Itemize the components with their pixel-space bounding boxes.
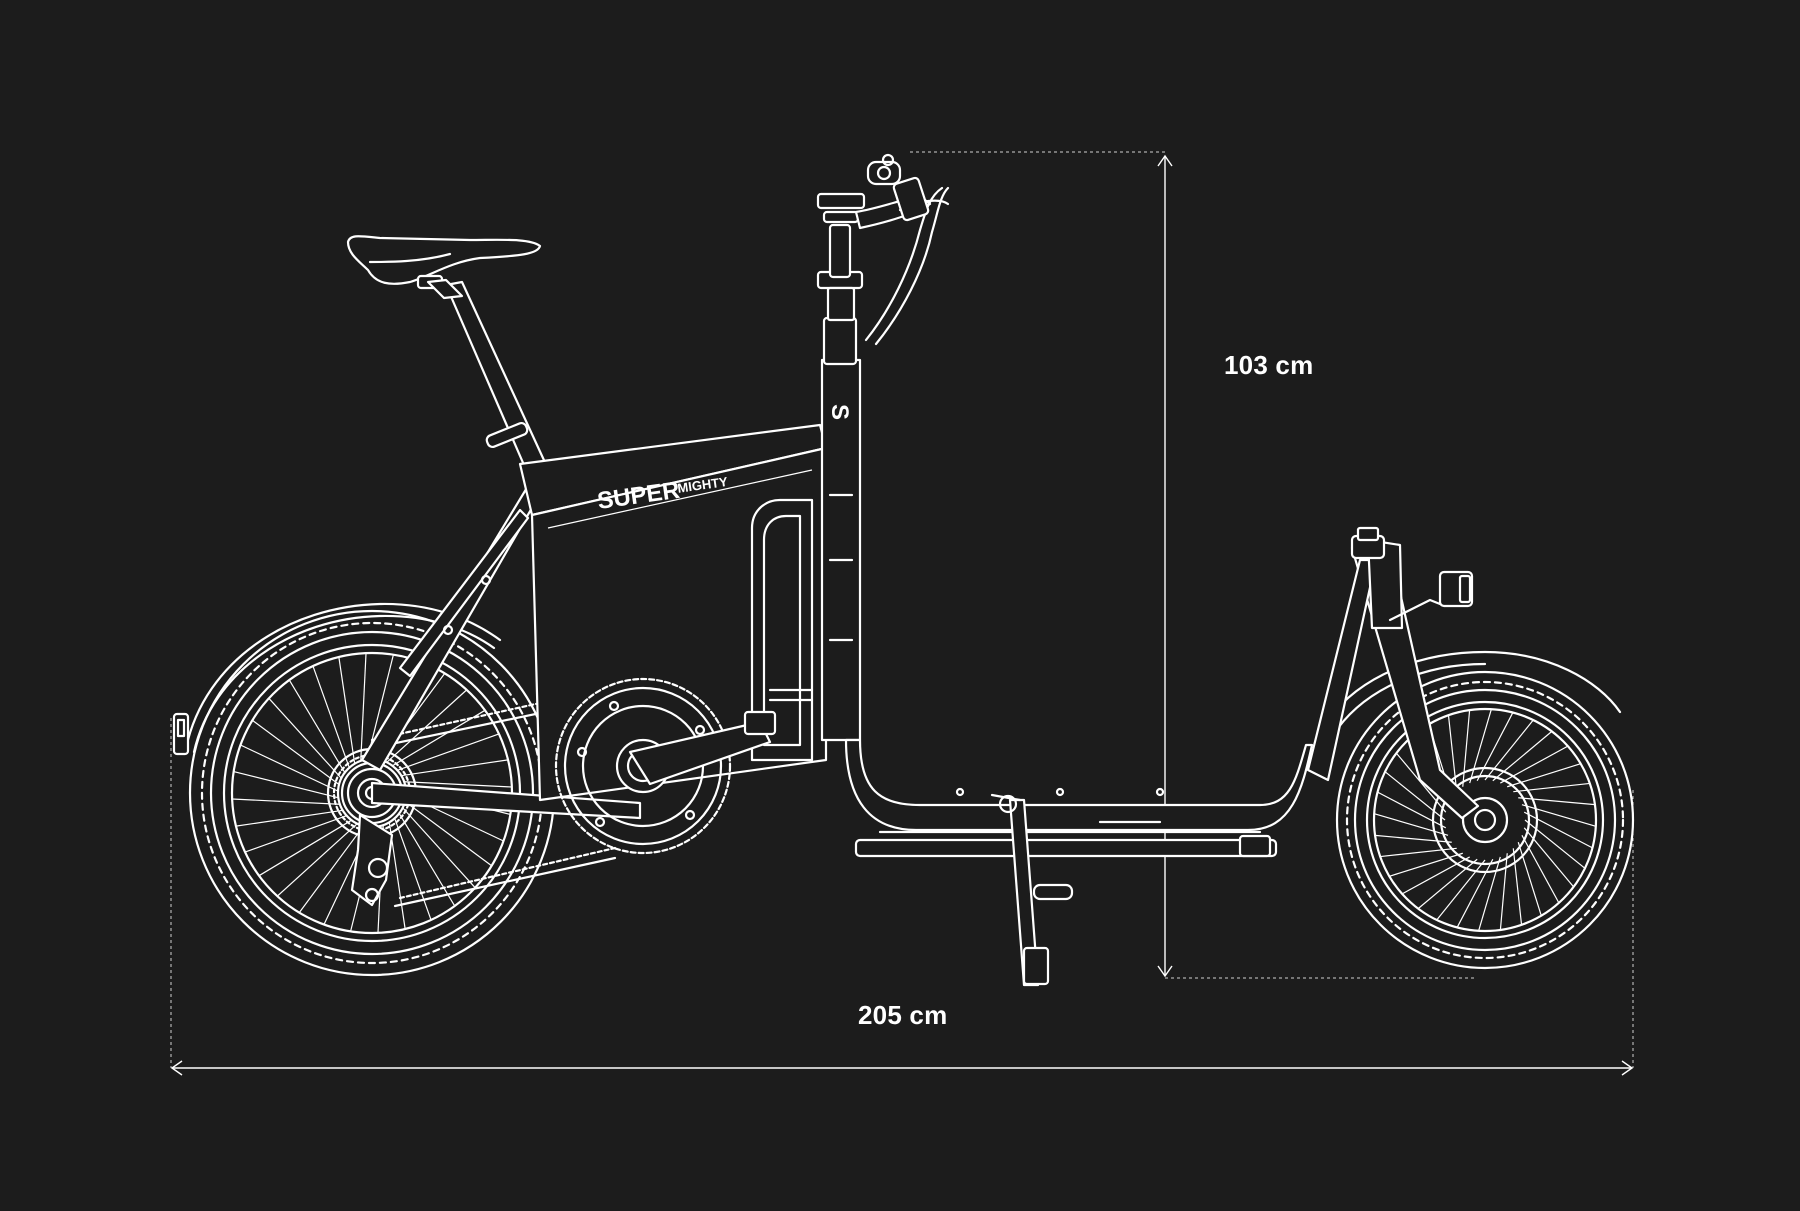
crank-arm [628,720,772,786]
front-light [1388,570,1474,622]
cargo-platform [844,738,1314,832]
kickstand [990,793,1074,987]
rear-derailleur [350,813,394,907]
seat-post [426,278,464,300]
length-dimension [170,718,1634,1076]
front-fender [1326,650,1622,722]
height-dimension-label: 103 cm [1224,350,1314,380]
pedal [743,710,777,736]
length-dimension-label: 205 cm [858,1000,948,1030]
svg-text:S: S [826,404,853,420]
battery-pack [750,498,814,762]
front-fork [1306,526,1480,820]
handlebar [854,153,950,346]
front-wheel [1335,670,1635,970]
brand-secondary: MIGHTY [676,474,728,496]
stem [816,192,866,366]
